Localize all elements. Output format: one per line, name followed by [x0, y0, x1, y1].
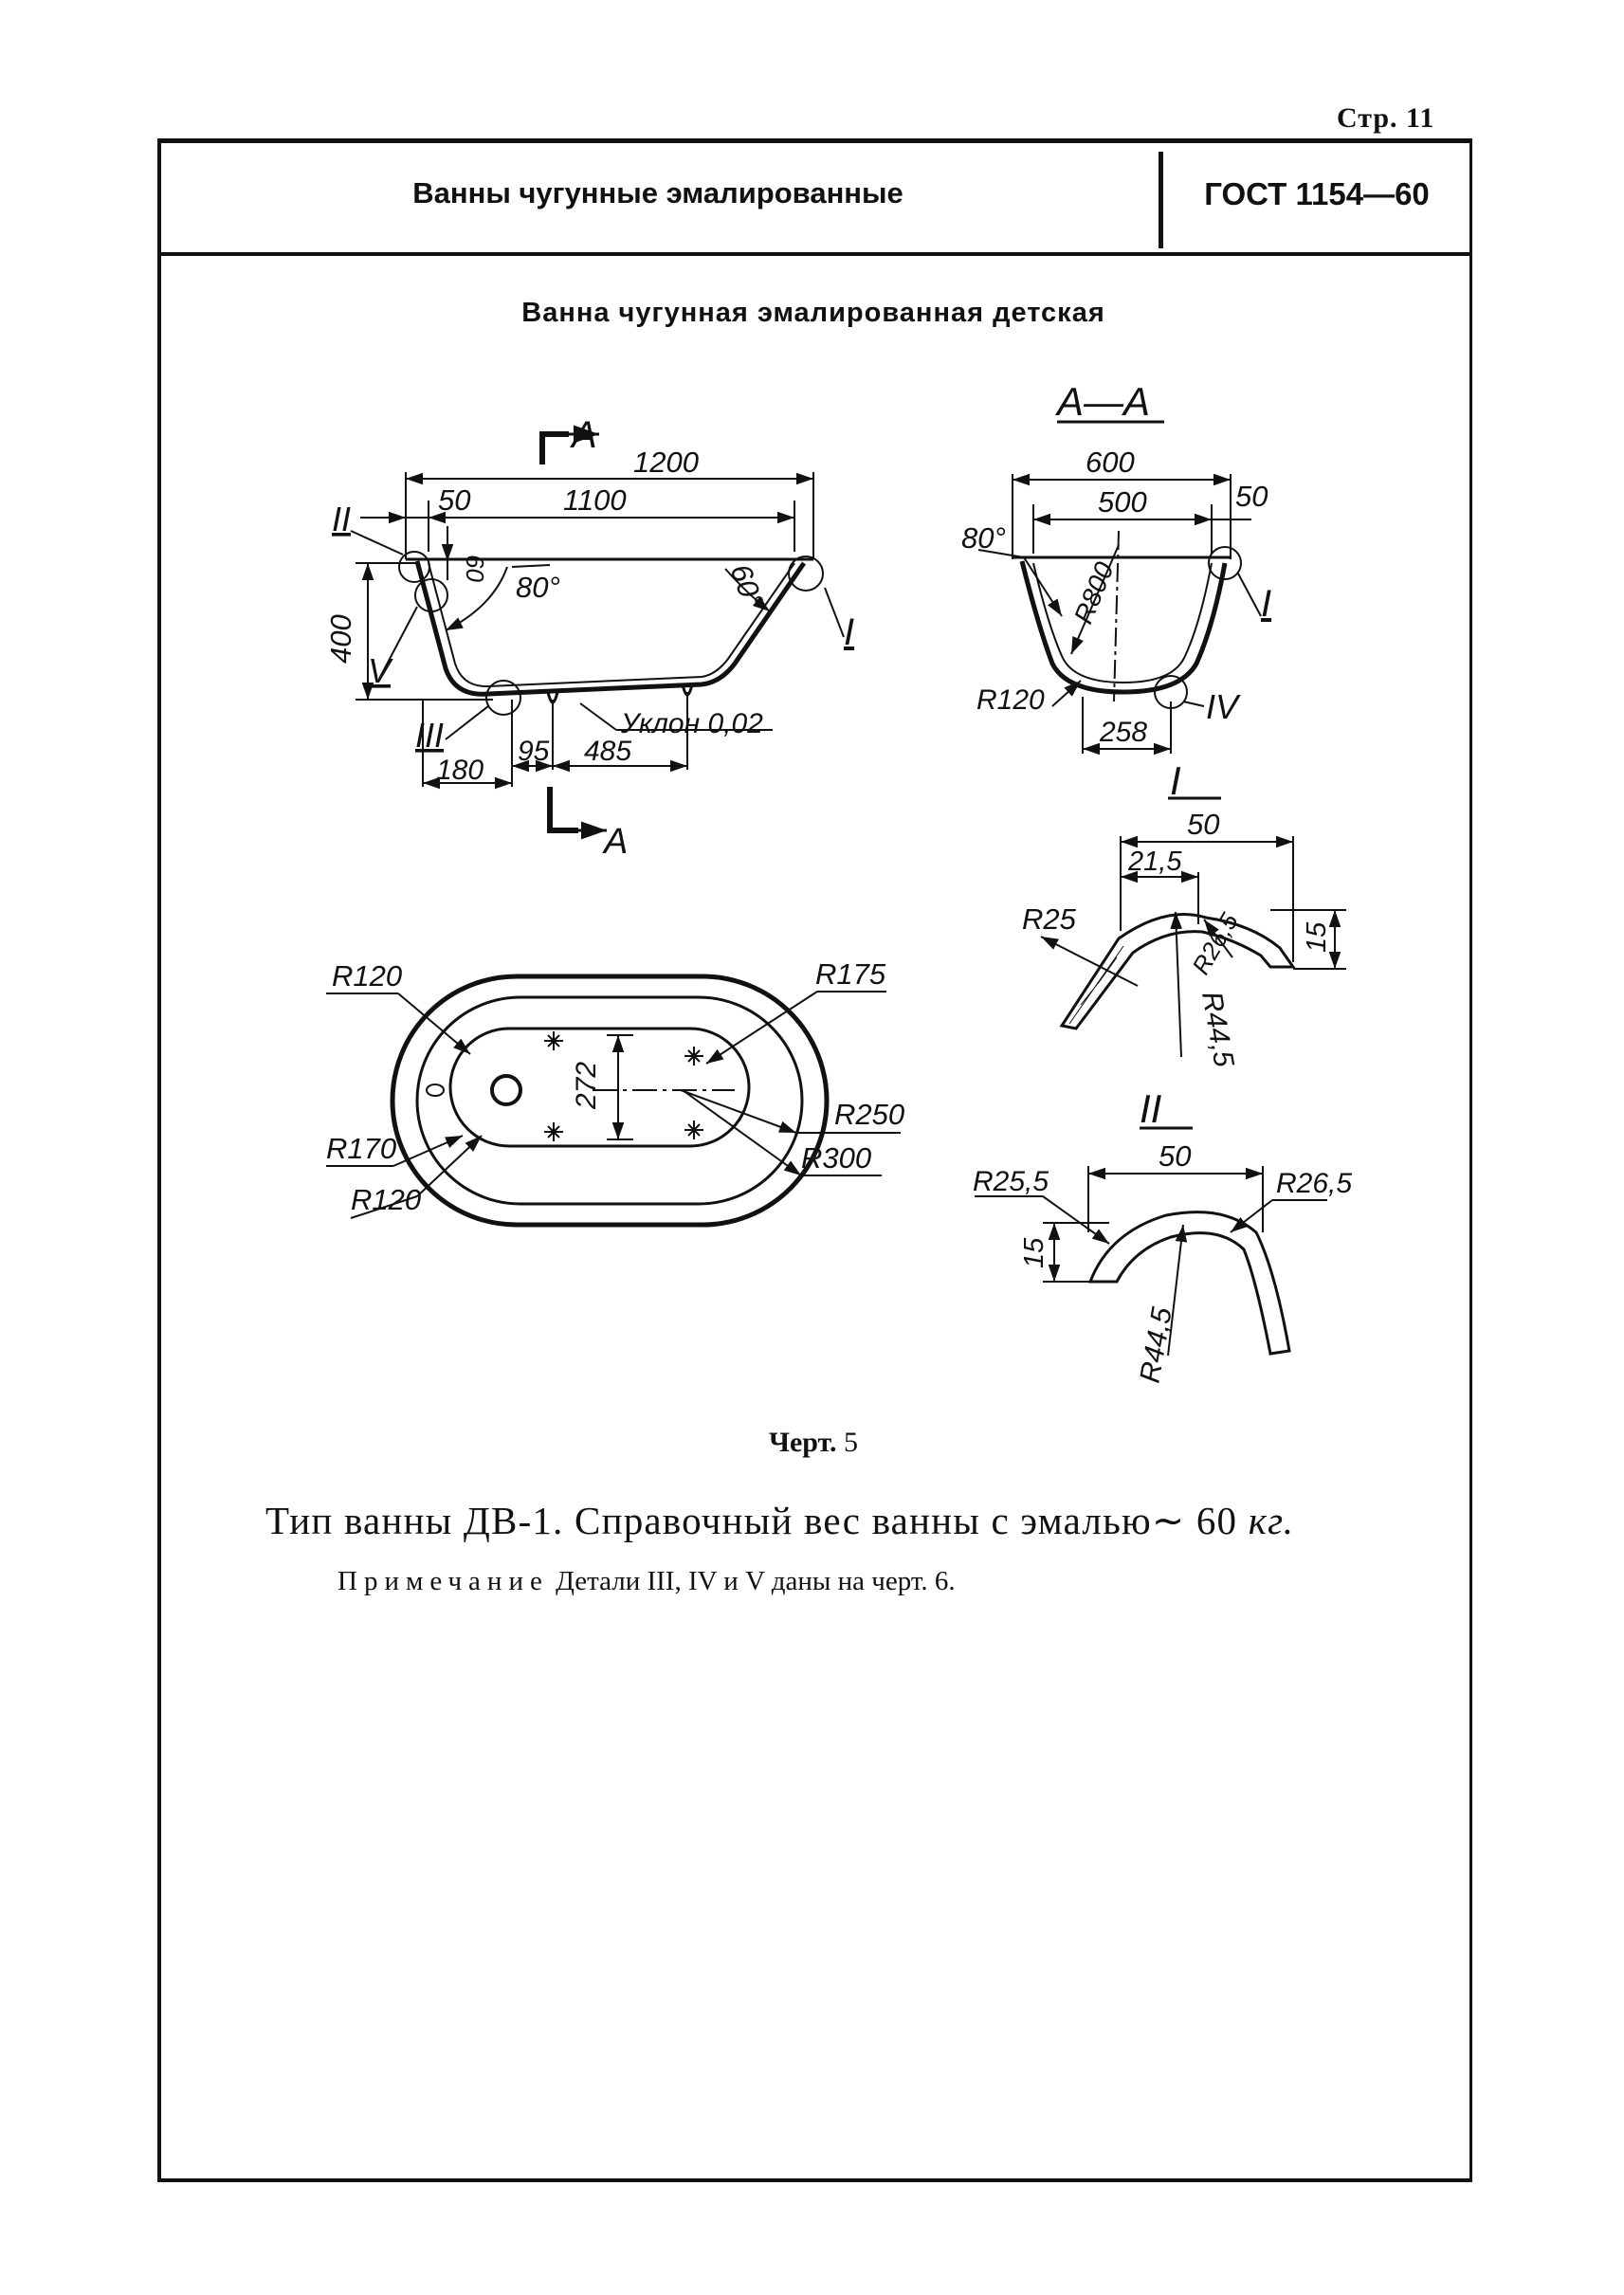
detail-II-r445: R44,5 [1134, 1304, 1177, 1385]
header-bottom-rule [157, 252, 1469, 256]
detail-I-r445: R44,5 [1195, 989, 1239, 1069]
side-view-labels: А А 1200 1100 50 II 60 80° 60° I 400 V I… [324, 414, 854, 862]
angle-80-side: 80° [516, 571, 560, 604]
detail-mark-I-side: I [844, 611, 854, 653]
dim-272: 272 [571, 1062, 602, 1110]
figure-caption: Черт. 5 [157, 1427, 1469, 1459]
dim-50-side: 50 [438, 483, 470, 517]
side-view [350, 425, 845, 840]
note-line: Примечание Детали III, IV и V даны на че… [338, 1566, 956, 1597]
figure-caption-number: 5 [844, 1427, 859, 1458]
header-divider [1159, 152, 1163, 248]
drawing-title: Ванна чугунная эмалированная детская [521, 298, 1105, 328]
detail-I-height: 15 [1302, 921, 1332, 953]
radius-250: R250 [834, 1098, 904, 1131]
page-frame [157, 138, 1472, 2182]
dim-258: 258 [1099, 717, 1147, 748]
detail-II-r255: R25,5 [973, 1166, 1049, 1197]
dim-180: 180 [436, 755, 484, 786]
section-marker-bottom: А [602, 822, 628, 862]
bath-type-line: Тип ванны ДВ-1. Справочный вес ванны с э… [265, 1498, 1294, 1543]
header-title: Ванны чугунные эмалированные [412, 176, 903, 209]
header-top-rule [157, 138, 1469, 143]
detail-II-r265: R26,5 [1276, 1168, 1352, 1199]
dim-1100: 1100 [563, 483, 627, 517]
header-standard: ГОСТ 1154—60 [1204, 176, 1430, 211]
note-label: Примечание [338, 1566, 549, 1596]
detail-I-offset: 21,5 [1127, 847, 1182, 877]
bath-weight: 60 [1195, 1499, 1238, 1542]
note-text: Детали III, IV и V даны на черт. 6. [556, 1566, 956, 1596]
radius-175: R175 [815, 957, 886, 991]
radius-800: R800 [1068, 557, 1120, 628]
detail-II-width: 50 [1159, 1139, 1191, 1173]
dim-50-section: 50 [1235, 480, 1268, 513]
dim-500: 500 [1098, 485, 1147, 519]
detail-II-title: II [1140, 1086, 1162, 1131]
angle-60-side: 60° [723, 559, 770, 612]
detail-II [975, 1126, 1327, 1357]
radius-120-top: R120 [332, 959, 402, 993]
section-title: А—А [1054, 379, 1150, 424]
dim-485: 485 [584, 736, 631, 767]
detail-I-width: 50 [1187, 808, 1219, 841]
detail-mark-I-section: I [1261, 583, 1271, 625]
detail-II-labels: II 50 R25,5 R26,5 15 R44,5 [973, 1086, 1352, 1385]
section-view [977, 420, 1262, 756]
radius-120-section: R120 [976, 684, 1045, 716]
page-number: Стр. 11 [1337, 102, 1435, 134]
detail-I [1040, 796, 1346, 1058]
dim-1200: 1200 [633, 446, 699, 479]
radius-120-bottom: R120 [351, 1183, 421, 1216]
detail-mark-II: II [332, 500, 351, 538]
dim-60: 60 [461, 555, 489, 582]
angle-80-section: 80° [961, 521, 1006, 555]
section-marker-top: А [570, 414, 597, 456]
dim-400: 400 [324, 614, 357, 664]
dim-95: 95 [518, 736, 550, 767]
plan-view-labels: R120 R175 272 R250 R300 R170 R120 [326, 957, 904, 1216]
radius-300: R300 [801, 1141, 871, 1175]
detail-mark-IV: IV [1206, 687, 1241, 726]
approx-sign: ∼ [1151, 1499, 1186, 1542]
slope-label: Уклон 0,02 [620, 708, 763, 739]
figure-caption-label: Черт. [768, 1427, 837, 1458]
dim-600: 600 [1086, 446, 1135, 479]
detail-I-r25: R25 [1022, 902, 1077, 936]
bath-type-text: Тип ванны ДВ-1. Справочный вес ванны с э… [265, 1499, 1152, 1542]
detail-I-title: I [1170, 758, 1181, 803]
detail-mark-V: V [368, 651, 393, 690]
weight-unit: кг. [1248, 1499, 1295, 1542]
plan-view [326, 974, 901, 1228]
detail-mark-III: III [415, 716, 444, 755]
detail-II-height: 15 [1019, 1237, 1049, 1268]
radius-170: R170 [326, 1132, 396, 1165]
